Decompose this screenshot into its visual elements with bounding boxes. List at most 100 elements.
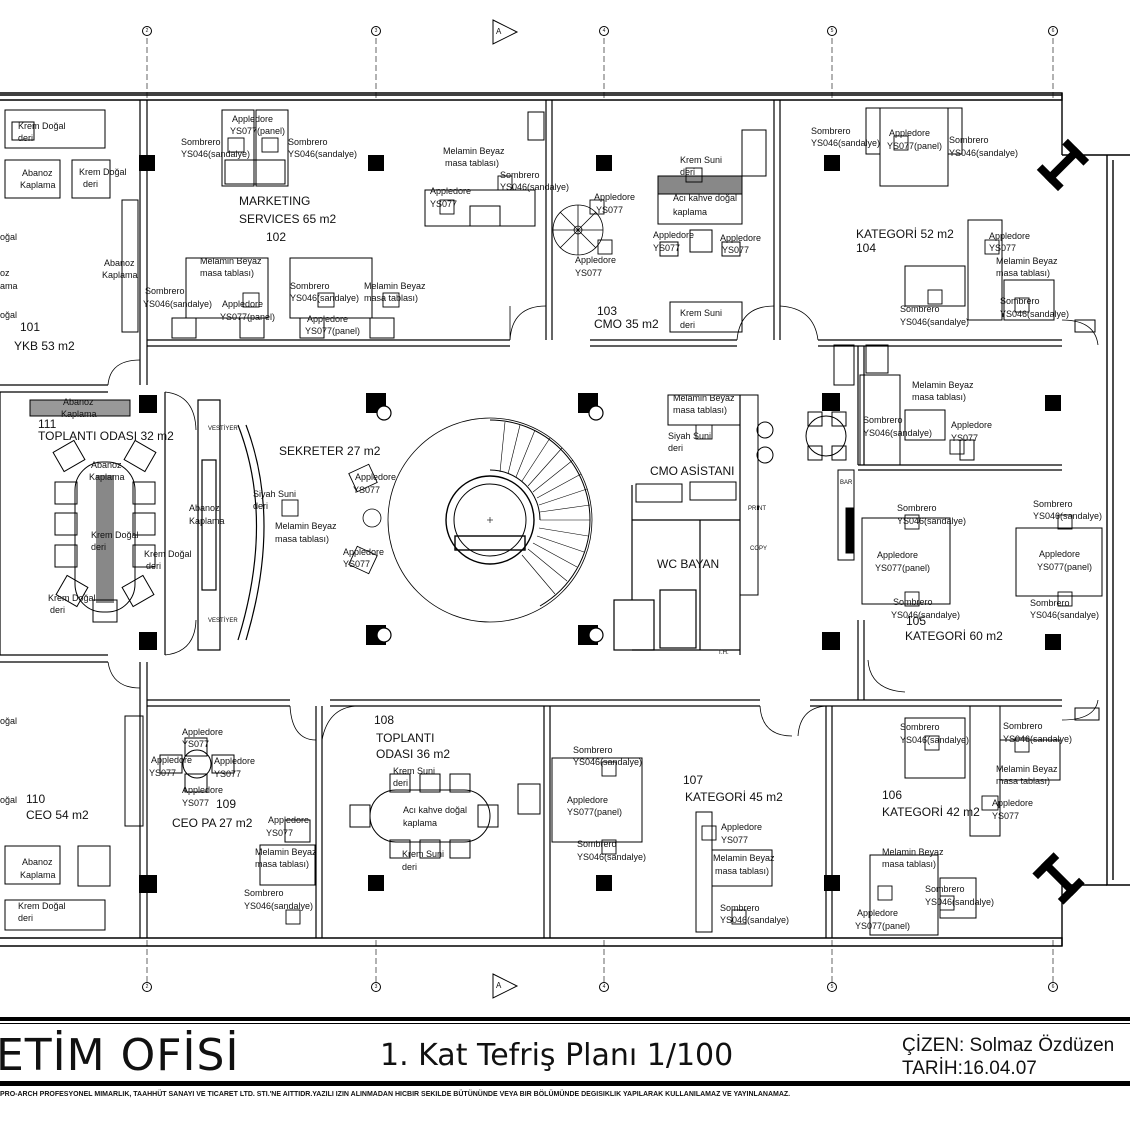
room-107-name: KATEGORİ 45 m2 [685,790,783,804]
equipment-label: VESTİYER [208,426,238,432]
furniture-label: YS077 [182,798,210,808]
furniture-label: YS046(sandalye) [290,293,360,303]
furniture-label: Krem Doğal [48,593,96,603]
furniture-label: Melamin Beyaz [364,281,426,291]
furniture-label: Sombrero [893,597,933,607]
furniture-label: Krem Doğal [18,121,66,131]
furniture-label: Melamin Beyaz [443,146,505,156]
furniture-label: YS046(sandalye) [288,149,358,159]
furniture-label: YS077(panel) [305,326,361,336]
room-104-number: 104 [856,241,877,255]
furniture-label: kaplama [403,818,438,828]
furniture-label: YS077(panel) [567,807,623,817]
room-106-name: KATEGORİ 42 m2 [882,805,980,819]
furniture-label: Sombrero [290,281,330,291]
furniture-label: YS046(sandalye) [577,852,647,862]
furniture-label: Sombrero [244,888,284,898]
furniture-label: Appledore [1039,549,1081,559]
furniture-label: Krem Suni [402,849,445,859]
furniture-label: masa tablası) [996,268,1051,278]
furniture-label: YS046(sandalye) [720,915,790,925]
room-109-number: 109 [216,797,237,811]
axis-marker-bottom-4: 4 [599,982,609,992]
room-102-line1: MARKETING [239,194,311,208]
furniture-label: deri [146,561,162,571]
furniture-label: Sombrero [925,884,965,894]
section-markers [492,19,519,999]
furniture-label: deri [402,862,418,872]
furniture-label: Appledore [182,785,224,795]
furniture-label: Appledore [430,186,472,196]
furniture-label: Kaplama [89,472,125,482]
axis-marker-bottom-5: 5 [827,982,837,992]
furniture-label: masa tablası) [673,405,728,415]
furniture-label: masa tablası) [715,866,770,876]
title-block-lines [0,1017,1130,1086]
furniture-label: YS077(panel) [220,312,276,322]
room-103-number: 103 [597,304,618,318]
section-cut-markers [1032,138,1090,905]
furniture-label: YS077 [353,485,381,495]
furniture-label: YS077 [266,828,294,838]
furniture-label: YS046(sandalye) [897,516,967,526]
furniture-label: Melamin Beyaz [996,764,1058,774]
furniture-label: deri [680,320,696,330]
furniture-label: Sombrero [577,839,617,849]
furniture-label: Abanoz [189,503,220,513]
furniture-label: Appledore [720,233,762,243]
furniture-label: YS046(sandalye) [1030,610,1100,620]
furniture-label: deri [393,778,409,788]
furniture-label: Sombrero [1033,499,1073,509]
furniture-label: Krem Doğal [18,901,66,911]
furniture-label: Appledore [575,255,617,265]
room-102-number: 102 [266,230,287,244]
furniture-label: Appledore [989,231,1031,241]
furniture-label: YS077 [575,268,603,278]
axis-marker-bottom-6: 6 [1048,982,1058,992]
chairs [227,135,1073,925]
furniture-label: YS046(sandalye) [891,610,961,620]
room-108-line1: TOPLANTI [376,731,435,745]
furniture-label: YS046(sandalye) [900,735,970,745]
furniture-label: Appledore [653,230,695,240]
furniture-label: Appledore [268,815,310,825]
furniture-label: Sombrero [900,722,940,732]
room-106-number: 106 [882,788,903,802]
furniture-label: YS077(panel) [887,141,943,151]
furniture-label: deri [18,133,34,143]
room-101-name: YKB 53 m2 [14,339,75,353]
meeting-table-108 [349,773,541,859]
furniture-label: masa tablası) [445,158,500,168]
room-wc-bayan-name: WC BAYAN [657,557,720,571]
furniture-label: kaplama [673,207,708,217]
furniture-label: Krem Doğal [79,167,127,177]
furniture-label: deri [91,542,107,552]
furniture-label: deri [680,167,696,177]
furniture-label: Melamin Beyaz [912,380,974,390]
room-103-name: CMO 35 m2 [594,317,659,331]
meeting-table-111 [29,399,157,623]
furniture-label: Sombrero [811,126,851,136]
north-arrow-label-top: A [496,27,502,36]
room-111-number: 111 [38,417,57,431]
furniture-label: Appledore [889,128,931,138]
furniture-label: Melamin Beyaz [996,256,1058,266]
furniture-label: Appledore [992,798,1034,808]
furniture-label: YS077 [989,243,1017,253]
room-cmo-asistani-name: CMO ASİSTANI [650,464,735,478]
room-110-number: 110 [26,792,46,806]
furniture-label: YS077(panel) [855,921,911,931]
room-sekreter-name: SEKRETER 27 m2 [279,444,381,458]
furniture-label: Sombrero [288,137,328,147]
sheet-title: 1. Kat Tefriş Planı 1/100 [380,1038,734,1073]
furniture-label: YS046(sandalye) [863,428,933,438]
furniture-label: Sombrero [897,503,937,513]
furniture-label: Sombrero [900,304,940,314]
furniture-label: deri [668,443,684,453]
furniture-label: YS046(sandalye) [500,182,570,192]
furniture-label: Appledore [355,472,397,482]
workstations [4,107,1103,936]
furniture-label: Sombrero [949,135,989,145]
furniture-label: Sombrero [1030,598,1070,608]
